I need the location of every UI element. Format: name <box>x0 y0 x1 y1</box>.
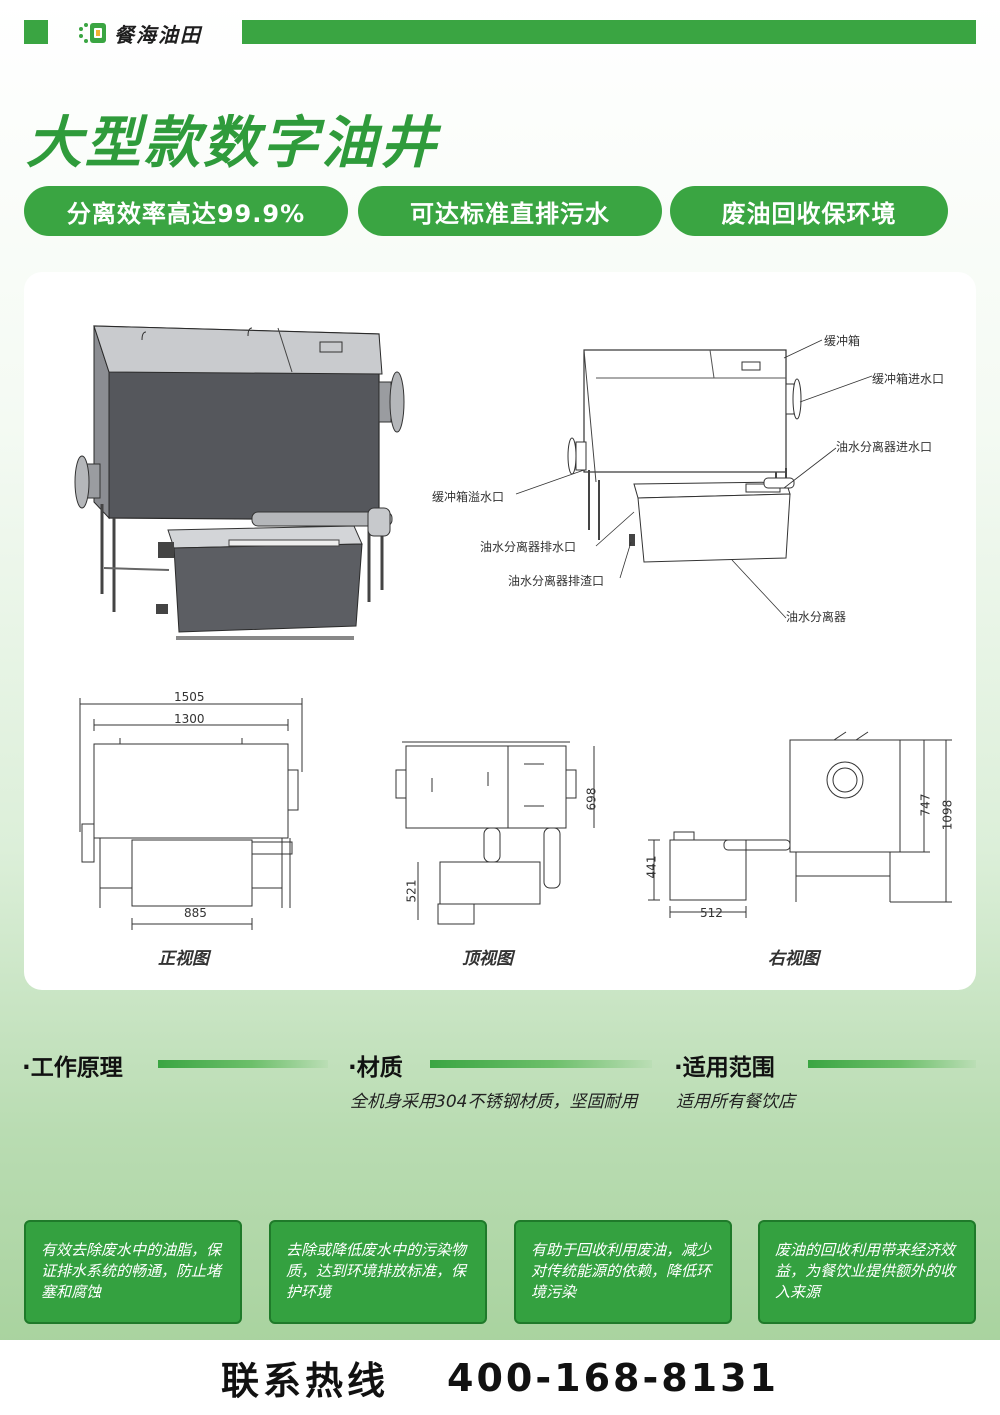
section-text-scope: 适用所有餐饮店 <box>676 1092 795 1112</box>
feature-pill-recycle: 废油回收保环境 <box>670 186 948 236</box>
hotline-number: 400-168-8131 <box>447 1355 779 1400</box>
right-view-drawing <box>648 731 952 918</box>
section-title-principle: ·工作原理 <box>22 1055 123 1081</box>
brand-name: 餐海油田 <box>114 22 202 47</box>
dim-right-tank-height: 747 <box>918 793 933 817</box>
section-text-material: 全机身采用304不锈钢材质，坚固耐用 <box>350 1092 638 1112</box>
top-view-drawing <box>395 741 595 925</box>
callout-separator-inlet: 油水分离器进水口 <box>836 440 933 454</box>
dim-top-depth: 698 <box>584 787 599 811</box>
product-drawings <box>74 325 952 930</box>
callout-buffer-inlet: 缓冲箱进水口 <box>872 372 945 386</box>
dim-front-total-width: 1505 <box>174 690 205 704</box>
dim-right-total-height: 1098 <box>940 799 955 831</box>
callout-separator: 油水分离器 <box>786 610 847 624</box>
callout-buffer-overflow: 缓冲箱溢水口 <box>432 490 505 504</box>
dim-top-separator-depth: 521 <box>404 879 419 903</box>
section-line-material <box>430 1060 652 1068</box>
front-view-label: 正视图 <box>158 949 209 969</box>
product-3d-render <box>74 325 405 640</box>
benefit-box-pollution: 去除或降低废水中的污染物质，达到环境排放标准，保护环境 <box>269 1220 487 1324</box>
dim-front-tank-width: 1300 <box>174 712 205 726</box>
feature-pill-separation: 分离效率高达99.9% <box>24 186 348 236</box>
brand-mark-icon <box>78 20 108 46</box>
feature-pill-discharge: 可达标准直排污水 <box>358 186 662 236</box>
brand-logo: 餐海油田 <box>78 16 202 50</box>
header-bar <box>242 20 976 44</box>
callout-buffer-tank: 缓冲箱 <box>824 334 861 348</box>
top-view-label: 顶视图 <box>462 949 513 969</box>
header-square <box>24 20 48 44</box>
section-line-principle <box>158 1060 328 1068</box>
hotline-label: 联系热线 <box>221 1358 390 1403</box>
benefit-box-recycle: 有助于回收利用废油，减少对传统能源的依赖，降低环境污染 <box>514 1220 732 1324</box>
dim-front-separator-width: 885 <box>184 906 207 920</box>
callout-separator-slag: 油水分离器排渣口 <box>508 574 605 588</box>
section-line-scope <box>808 1060 976 1068</box>
callout-separator-drain: 油水分离器排水口 <box>480 540 577 554</box>
dim-right-separator-depth: 512 <box>700 906 723 920</box>
right-view-label: 右视图 <box>768 949 819 969</box>
section-title-material: ·材质 <box>348 1055 403 1081</box>
product-drawing-card: 缓冲箱 缓冲箱进水口 油水分离器进水口 缓冲箱溢水口 油水分离器排水口 油水分离… <box>24 272 976 990</box>
benefit-box-degrease: 有效去除废水中的油脂，保证排水系统的畅通，防止堵塞和腐蚀 <box>24 1220 242 1324</box>
page-title: 大型款数字油井 <box>26 111 439 176</box>
hotline-footer: 联系热线 400-168-8131 <box>0 1340 1000 1415</box>
dim-right-separator-height: 441 <box>644 855 659 879</box>
labelled-3d-render <box>567 349 802 563</box>
front-view-drawing <box>79 698 303 930</box>
section-title-scope: ·适用范围 <box>674 1055 775 1081</box>
benefit-box-revenue: 废油的回收利用带来经济效益，为餐饮业提供额外的收入来源 <box>758 1220 976 1324</box>
